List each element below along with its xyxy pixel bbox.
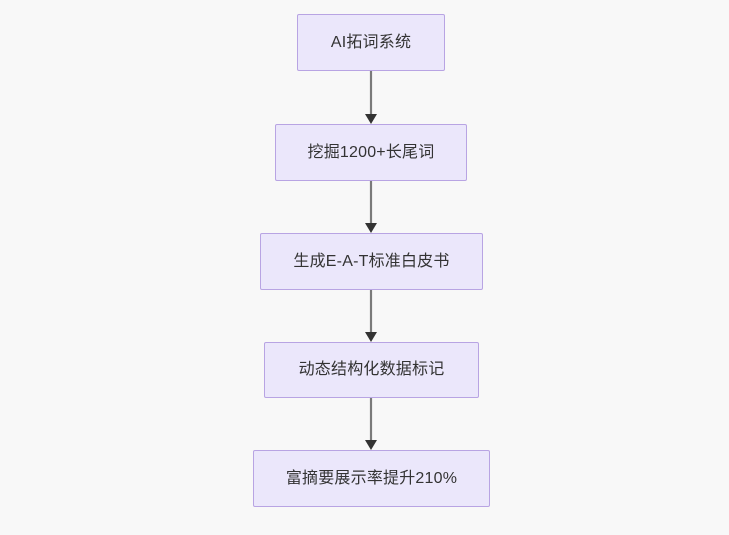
arrow-head: [365, 114, 377, 124]
flow-node-label: 生成E-A-T标准白皮书: [293, 252, 450, 270]
flow-node-n1[interactable]: AI拓词系统: [297, 14, 445, 71]
flow-arrow-n2-to-n3: [362, 181, 380, 233]
arrow-head: [365, 440, 377, 450]
flow-arrow-n1-to-n2: [362, 71, 380, 124]
flow-node-n5[interactable]: 富摘要展示率提升210%: [253, 450, 490, 507]
flow-node-label: AI拓词系统: [330, 33, 412, 51]
flow-node-label: 动态结构化数据标记: [298, 361, 445, 378]
flow-node-label: 富摘要展示率提升210%: [285, 469, 458, 487]
flow-arrow-n3-to-n4: [362, 290, 380, 342]
arrow-head: [365, 332, 377, 342]
arrow-head: [365, 223, 377, 233]
flow-node-n3[interactable]: 生成E-A-T标准白皮书: [260, 233, 483, 290]
flow-node-label: 挖掘1200+长尾词: [307, 143, 435, 161]
flow-node-n4[interactable]: 动态结构化数据标记: [264, 342, 479, 398]
flow-arrow-n4-to-n5: [362, 398, 380, 450]
flow-node-n2[interactable]: 挖掘1200+长尾词: [275, 124, 467, 181]
